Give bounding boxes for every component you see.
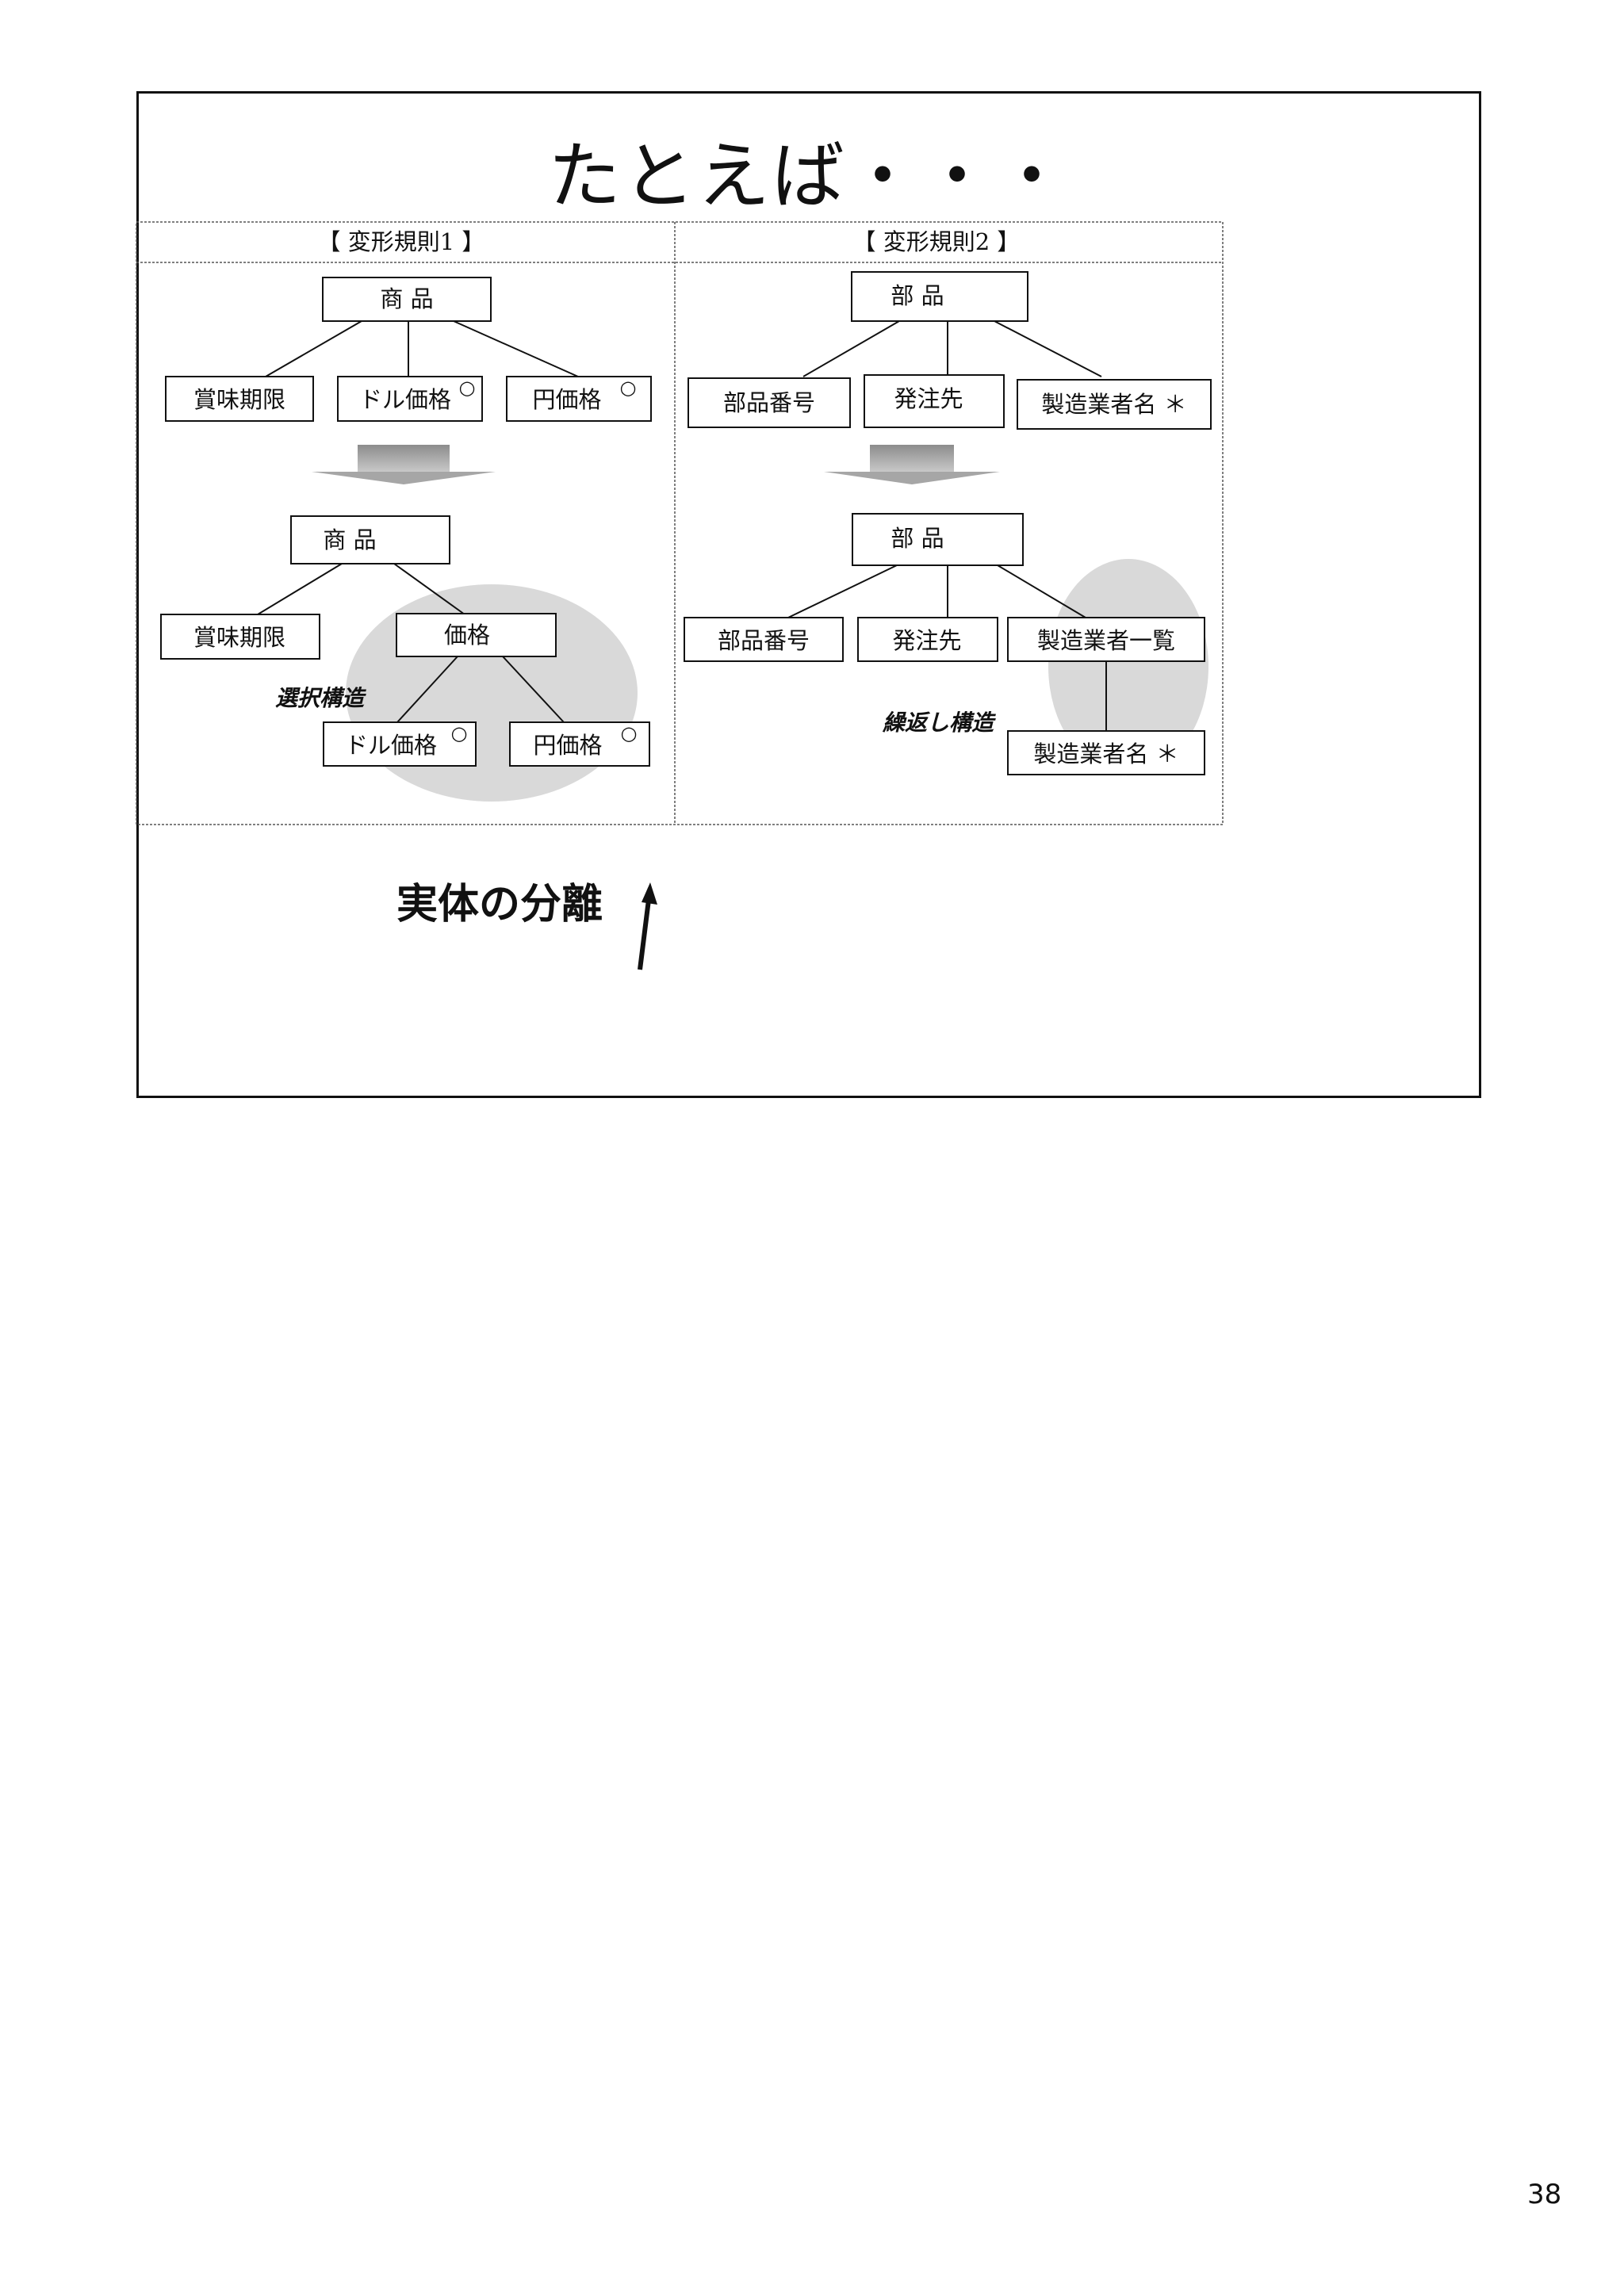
rule1-before-child-box [165,376,314,422]
rule1-header: 【 変形規則1 】 [318,228,485,255]
rule2-after-root-label: 部 品 [891,525,944,552]
rule1-before-child-label: 円価格 [532,386,601,413]
rule2-header: 【 変形規則2 】 [853,228,1021,255]
rule2-before-child-box [864,374,1005,428]
rule1-after-child-box [160,614,320,660]
rule1-after-root-label: 商 品 [323,526,376,553]
repetition-highlight [1048,559,1208,775]
rule1-after-sub-box [509,721,650,767]
connector [997,564,1086,618]
rule2-after-child-label: 発注先 [892,627,961,654]
selection-structure-label: 選択構造 [275,685,366,711]
rule2-after-child-label: 製造業者一覧 [1037,627,1175,654]
connector [994,320,1102,377]
optional-marker: ○ [620,377,637,399]
connector [453,320,579,377]
rule2-after-tree: 部 品 部品番号 発注先 製造業者一覧 繰返し構造 製造業者名 ＊ [684,513,1208,775]
connector [265,320,362,377]
rule1-before-child-box [337,376,483,422]
rule2-after-child-box [684,617,844,662]
rule2-before-root-box [851,271,1028,322]
rule2-before-child-label: 製造業者名 ＊ [1041,391,1186,418]
rule1-after-root-box [290,515,450,564]
connector [787,564,898,618]
page-number: 38 [1527,2179,1562,2210]
rule1-before-child-box [506,376,652,422]
rule2-before-child-box [1017,379,1212,430]
repetition-structure-label: 繰返し構造 [882,710,996,736]
rule1-before-root-box [322,277,492,322]
connector [502,656,565,723]
entity-separation-callout: 実体の分離 [396,881,603,928]
callout-arrow [638,882,657,970]
optional-marker: ○ [621,722,638,744]
connector [257,563,343,615]
rule1-after-group-label: 価格 [444,622,490,649]
transformation-diagram: 【 変形規則1 】 【 変形規則2 】 商 品 賞味期限 ドル価格 ○ 円価格 … [136,221,1224,825]
rule2-before-tree: 部 品 部品番号 発注先 製造業者名 ＊ [688,271,1212,430]
rule1-after-group-box [396,613,557,657]
rule1-after-sub-label: 円価格 [533,732,602,759]
optional-marker: ○ [451,722,468,744]
rule2-before-child-label: 発注先 [894,385,963,412]
slide-title: たとえば・・・ [547,134,1070,219]
connector [396,656,458,723]
optional-marker: ○ [459,377,476,399]
slide-frame: たとえば・・・ [136,91,1481,1098]
rule2-after-sub-box [1007,730,1205,775]
rule2-before-child-label: 部品番号 [723,389,815,416]
rule2-after-root-box [852,513,1024,566]
rule2-after-child-label: 部品番号 [718,627,810,654]
rule2-after-child-box [857,617,998,662]
rule1-transform-arrow [312,445,496,484]
rule2-before-child-box [688,377,851,428]
rule1-after-tree: 商 品 賞味期限 価格 選択構造 ドル価格 ○ 円価格 ○ [160,515,650,802]
rule2-transform-arrow [824,445,1000,484]
connector [802,320,900,377]
rule1-after-sub-label: ドル価格 [345,732,437,759]
rule1-before-child-label: 賞味期限 [193,386,285,413]
rule2-before-root-label: 部 品 [891,282,944,309]
rule1-before-tree: 商 品 賞味期限 ドル価格 ○ 円価格 ○ [165,277,652,422]
rule2-after-sub-label: 製造業者名 ＊ [1033,740,1178,767]
rule1-before-root-label: 商 品 [380,285,433,312]
connector [393,563,465,615]
rule2-after-child-box [1007,617,1205,662]
diagram-table-border [136,221,1224,825]
rule1-before-child-label: ドル価格 [359,386,451,413]
rule1-after-sub-box [323,721,477,767]
rule1-after-child-label: 賞味期限 [193,624,285,651]
